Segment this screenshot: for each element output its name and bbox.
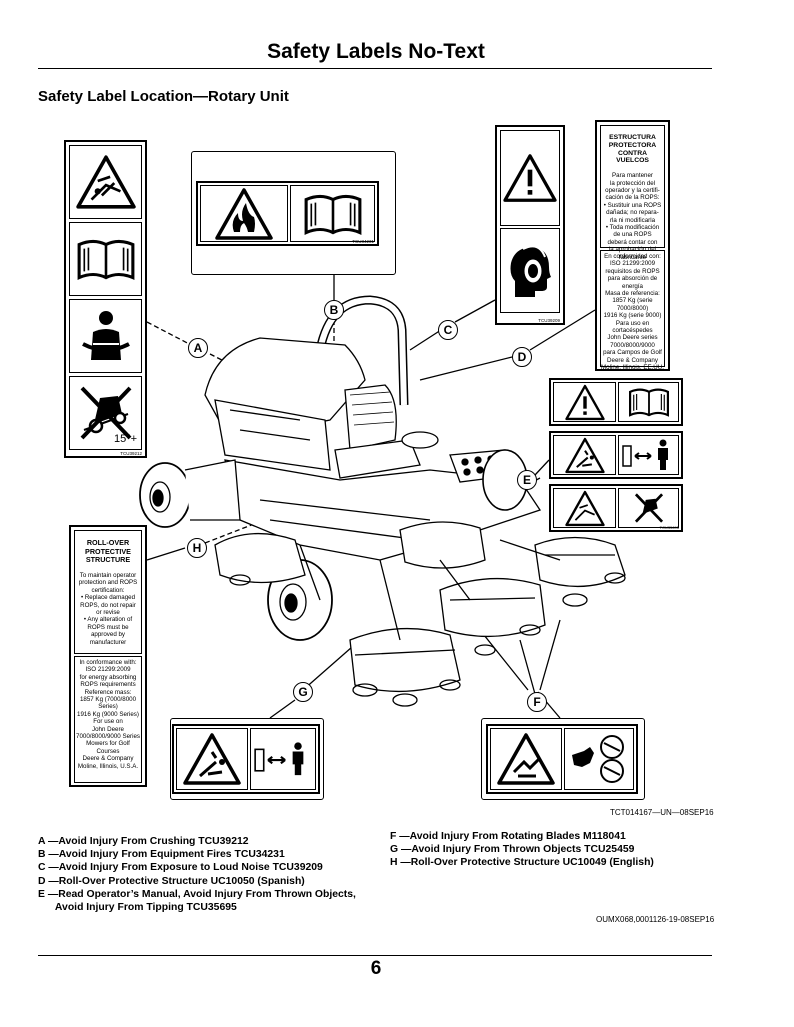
general-alert-icon (553, 382, 616, 422)
rops-body-en-1: To maintain operator protection and ROPS… (78, 572, 138, 646)
callout-g: G (293, 682, 313, 702)
hearing-protection-icon (500, 228, 560, 313)
callout-d: D (512, 347, 532, 367)
legend-item-c: C —Avoid Injury From Exposure to Loud No… (38, 862, 323, 874)
label-b-frame (191, 151, 396, 275)
document-reference: OUMX068,0001126-19-08SEP16 (596, 915, 715, 924)
callout-b: B (324, 300, 344, 320)
legend-item-d: D —Roll-Over Protective Structure UC1005… (38, 875, 305, 887)
legend-item-h: H —Roll-Over Protective Structure UC1004… (390, 857, 654, 869)
general-alert-icon (490, 728, 562, 790)
callout-h: H (187, 538, 207, 558)
label-c-noise: TCU39209 (495, 125, 565, 325)
legend-item-f: F —Avoid Injury From Rotating Blades M11… (390, 831, 626, 842)
legend-item-g: G —Avoid Injury From Thrown Objects TCU2… (390, 844, 635, 856)
thrown-object-icon (176, 728, 248, 790)
rops-heading-es: ESTRUCTURA PROTECTORA CONTRA VUELCOS (608, 134, 657, 165)
rops-body-es-1: Para mantener la protección del operador… (603, 172, 662, 261)
legend-right: F —Avoid Injury From Rotating Blades M11… (390, 830, 654, 870)
legend-item-e: E —Read Operator’s Manual, Avoid Injury … (38, 888, 356, 900)
page-number: 6 (370, 958, 382, 979)
label-e-middle (549, 431, 683, 479)
tipping-prohibited-icon (618, 488, 679, 528)
legend-left: A —Avoid Injury From Crushing TCU39212 B… (38, 835, 356, 914)
callout-e: E (517, 470, 537, 490)
label-code: TCU34231 (352, 239, 374, 244)
label-e-bottom: TCU35695 (549, 484, 683, 532)
general-alert-icon (500, 130, 560, 226)
label-code: TCU39209 (538, 318, 560, 323)
callout-f: F (527, 692, 547, 712)
figure-reference: TCT014167—UN—08SEP16 (610, 808, 714, 817)
crush-warning-icon (69, 145, 142, 219)
label-d-rops-spanish: ESTRUCTURA PROTECTORA CONTRA VUELCOS Par… (595, 120, 670, 371)
label-a-crushing: 15°+ TCU39212 (64, 140, 147, 458)
seatbelt-operator-icon (69, 299, 142, 373)
fire-warning-icon (200, 185, 288, 242)
label-g-thrown-objects (172, 724, 320, 794)
rops-body-es-2: En conformidad con: ISO 21299:2009 requi… (600, 250, 665, 371)
crush-warning-icon (553, 488, 616, 528)
label-code: TCU39212 (120, 451, 142, 456)
label-f-rotating-blades (486, 724, 638, 794)
callout-c: C (438, 320, 458, 340)
keep-distance-icon (250, 728, 316, 790)
keep-distance-icon (618, 435, 679, 475)
label-g-frame (170, 718, 324, 800)
legend-item-e-cont: Avoid Injury From Tipping TCU35695 (38, 902, 237, 914)
manual-book-icon (618, 382, 679, 422)
rotating-blade-icon (564, 728, 634, 790)
label-h-rops-english: ROLL-OVER PROTECTIVE STRUCTURE To mainta… (69, 525, 147, 787)
header-rule (38, 68, 712, 69)
manual-book-icon (69, 222, 142, 296)
tipping-prohibited-icon: 15°+ (69, 376, 142, 450)
legend-item-a: A —Avoid Injury From Crushing TCU39212 (38, 836, 249, 847)
thrown-object-icon (553, 435, 616, 475)
page-title: Safety Labels No-Text (267, 40, 485, 63)
tilt-angle-text: 15°+ (114, 433, 137, 445)
label-e-group: TCU35695 (549, 378, 683, 533)
label-b-fire: TCU34231 (196, 181, 379, 246)
rops-heading-en: ROLL-OVER PROTECTIVE STRUCTURE (85, 538, 131, 565)
label-code: TCU35695 (659, 525, 679, 530)
callout-a: A (188, 338, 208, 358)
label-e-top (549, 378, 683, 426)
rops-body-en-2: In conformance with: ISO 21299:2009 for … (74, 656, 142, 783)
label-f-frame (481, 718, 645, 800)
legend-item-b: B —Avoid Injury From Equipment Fires TCU… (38, 849, 285, 861)
footer-rule (38, 955, 712, 956)
manual-book-icon (290, 185, 375, 242)
section-title: Safety Label Location—Rotary Unit (38, 88, 289, 105)
